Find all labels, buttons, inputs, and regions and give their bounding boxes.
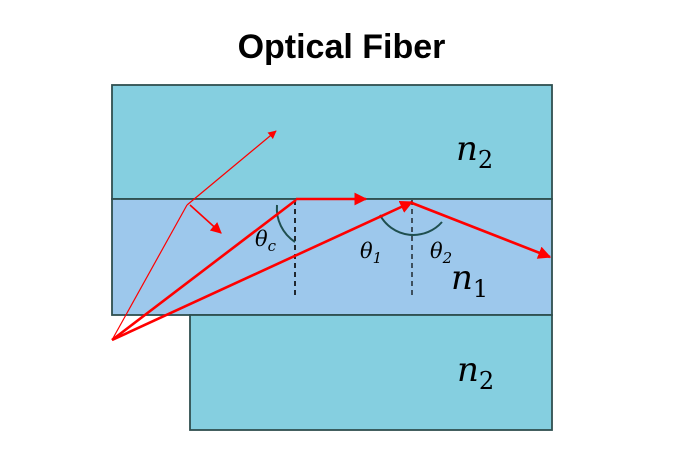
cladding-bottom: [189, 314, 553, 431]
ray-tir-reflected: [411, 201, 552, 259]
arc-theta-1-2: [379, 214, 443, 236]
arc-theta-c: [275, 204, 296, 243]
label-n2-bottom: n2: [457, 350, 494, 395]
ray-tir-incident: [111, 200, 414, 342]
ray-critical-incident: [111, 198, 297, 342]
ray-partial-reflection: [189, 204, 222, 234]
diagram-title: Optical Fiber: [237, 28, 446, 66]
ray-refracted-thin: [186, 130, 277, 206]
label-theta-2: θ2: [430, 239, 452, 267]
core: [111, 198, 553, 316]
label-n2-top: n2: [456, 129, 493, 174]
label-n1-core: n1: [451, 258, 488, 303]
cladding-top: [111, 84, 553, 200]
ray-incident-thin: [111, 204, 188, 341]
label-theta-1: θ1: [360, 239, 382, 267]
label-theta-c: θc: [255, 227, 277, 255]
